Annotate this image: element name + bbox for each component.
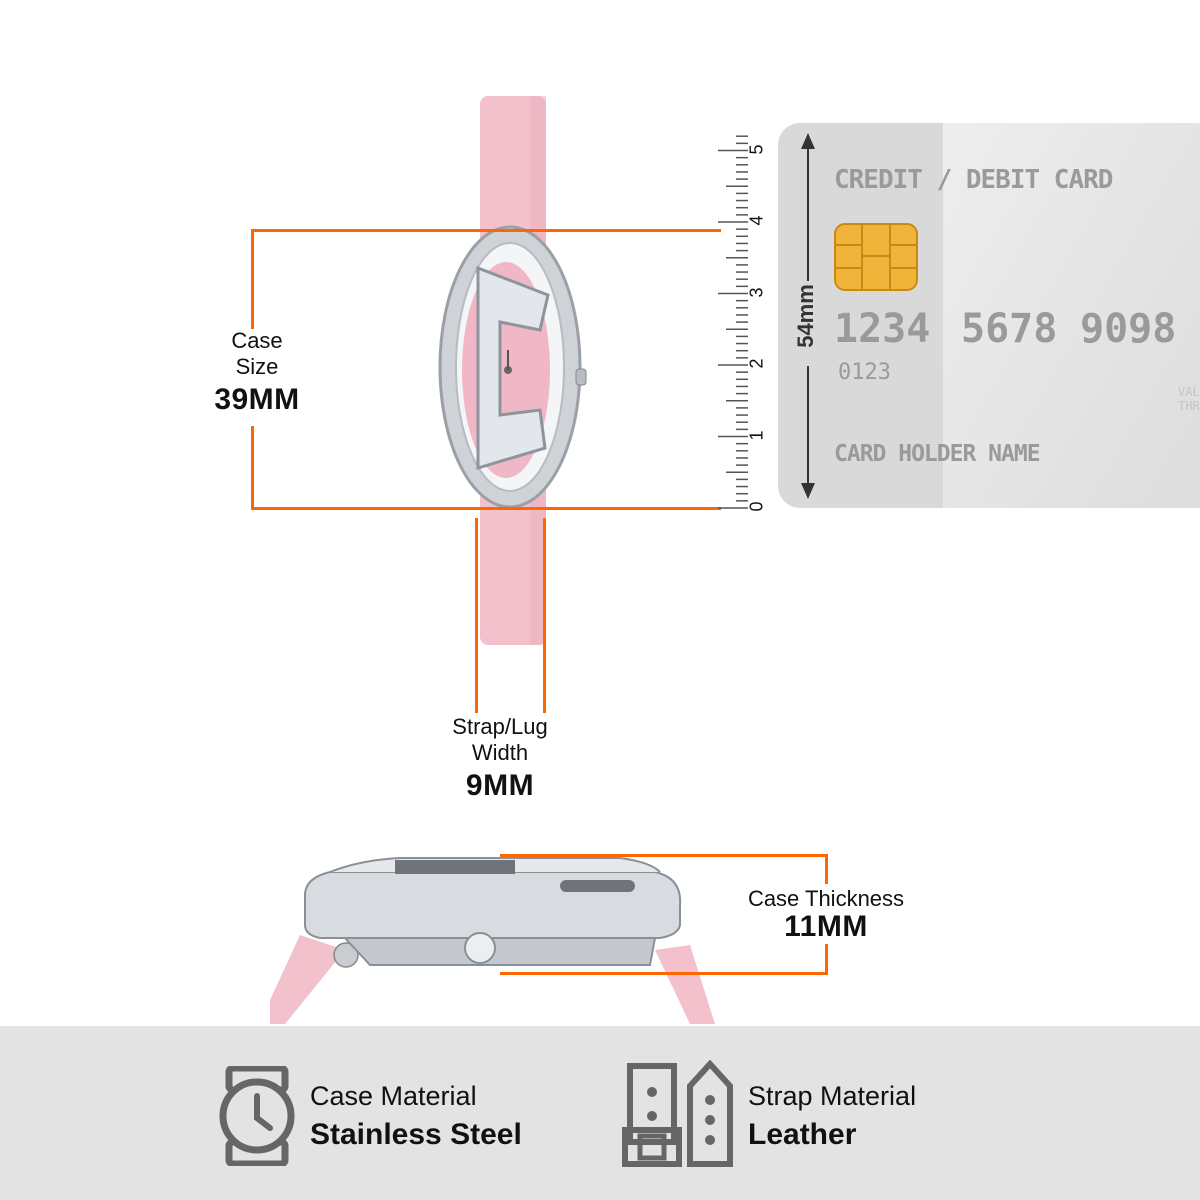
- strap-width-bracket-left: [475, 518, 478, 713]
- thickness-bracket-bottom: [500, 972, 828, 975]
- card-title: CREDIT / DEBIT CARD: [834, 165, 1113, 195]
- case-size-bracket-left-upper: [251, 229, 254, 329]
- chip-icon: [834, 223, 918, 291]
- side-strap-right: [655, 945, 715, 1024]
- watch-logo: [476, 265, 550, 471]
- case-size-bracket-bottom: [251, 507, 721, 510]
- card-number-1: 1234: [834, 306, 931, 352]
- side-strap-left: [270, 935, 345, 1024]
- card-edge-text-2: THR: [1178, 399, 1200, 413]
- card-edge-text-1: VAL: [1178, 385, 1200, 399]
- case-material-value: Stainless Steel: [310, 1118, 522, 1151]
- watch-icon: [219, 1066, 295, 1166]
- thickness-bracket-right-lower: [825, 944, 828, 975]
- card-height-arrow: [801, 133, 815, 499]
- thickness-label: Case Thickness: [747, 886, 905, 911]
- case-material-label: Case Material: [310, 1081, 477, 1111]
- features-footer: Case Material Stainless Steel Strap Mate…: [0, 1026, 1200, 1200]
- strap-icon: [622, 1060, 733, 1167]
- card-small-number: 0123: [838, 360, 891, 385]
- side-watch-illustration: [270, 857, 715, 1024]
- side-crown: [464, 932, 496, 964]
- case-size-bracket-left-lower: [251, 426, 254, 510]
- card-number-3: 9098: [1080, 306, 1177, 352]
- thickness-bracket-right-upper: [825, 854, 828, 884]
- thickness-bracket-top: [500, 854, 828, 857]
- strap-material-value: Leather: [748, 1118, 857, 1151]
- case-size-bracket-top: [251, 229, 721, 232]
- card-number-2: 5678: [961, 306, 1058, 352]
- credit-card: 54mm CREDIT / DEBIT CARD 1234 5678 9098 …: [778, 123, 1200, 508]
- strap-width-value: 9MM: [465, 769, 535, 802]
- strap-width-bracket-right: [543, 518, 546, 713]
- case-size-label: Case Size: [231, 328, 283, 379]
- card-holder-name: CARD HOLDER NAME: [834, 441, 1041, 467]
- thickness-value: 11MM: [784, 910, 868, 943]
- watch-crown: [575, 368, 587, 386]
- case-size-value: 39MM: [214, 383, 300, 416]
- strap-width-label: Strap/Lug Width: [452, 714, 548, 765]
- ruler-scale: [718, 135, 748, 509]
- strap-material-label: Strap Material: [748, 1081, 917, 1111]
